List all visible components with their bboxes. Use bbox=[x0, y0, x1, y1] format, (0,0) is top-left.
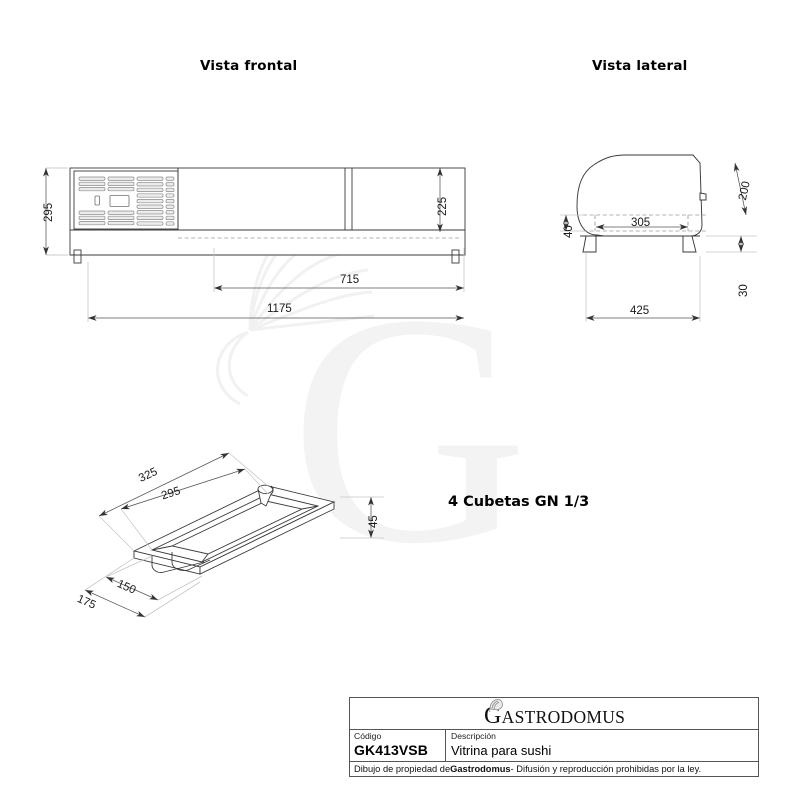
codigo-value: GK413VSB bbox=[354, 742, 428, 758]
codigo-caption: Código bbox=[354, 731, 382, 741]
watermark-letter: G bbox=[290, 247, 528, 612]
view-title-lateral: Vista lateral bbox=[592, 58, 688, 74]
dim-side-leg-30: 30 bbox=[738, 284, 750, 297]
title-block: GASTRODOMUS Código GK413VSB Descripción … bbox=[349, 697, 759, 777]
descripcion-caption: Descripción bbox=[451, 731, 496, 741]
brand-logo: GASTRODOMUS bbox=[484, 699, 625, 728]
view-title-frontal: Vista frontal bbox=[200, 58, 298, 74]
compressor-grille-icon bbox=[78, 176, 175, 226]
dim-side-recess-40: 40 bbox=[563, 225, 575, 238]
dim-pan-depth-45: 45 bbox=[368, 515, 380, 528]
title-block-footer: Dibujo de propiedad de Gastrodomus - Dif… bbox=[350, 762, 758, 776]
dim-front-glass-225: 225 bbox=[437, 196, 449, 216]
footer-brand: Gastrodomus bbox=[450, 764, 511, 774]
gn-pan-dimensions bbox=[84, 452, 384, 618]
front-view-dimensions bbox=[43, 167, 465, 322]
brand-logo-rest: ASTRODOMUS bbox=[501, 707, 626, 727]
title-block-data-row: Código GK413VSB Descripción Vitrina para… bbox=[350, 730, 758, 762]
shell-logo-icon bbox=[488, 699, 503, 712]
brand-logo-text: GASTRODOMUS bbox=[484, 704, 625, 728]
title-block-descripcion-cell: Descripción Vitrina para sushi bbox=[446, 730, 758, 761]
control-panel-icon bbox=[94, 195, 130, 207]
dim-side-depth-305: 305 bbox=[631, 217, 651, 229]
dim-side-depth-425: 425 bbox=[630, 305, 650, 317]
side-view-hidden-lines bbox=[583, 214, 706, 232]
descripcion-value: Vitrina para sushi bbox=[451, 743, 552, 758]
gn-pan-label: 4 Cubetas GN 1/3 bbox=[448, 494, 590, 510]
title-block-logo-row: GASTRODOMUS bbox=[350, 698, 758, 730]
dim-front-length-1175: 1175 bbox=[267, 303, 292, 315]
dim-front-height-295: 295 bbox=[43, 202, 55, 222]
side-view-dimensions bbox=[560, 162, 757, 322]
title-block-codigo-cell: Código GK413VSB bbox=[350, 730, 446, 761]
footer-prefix: Dibujo de propiedad de bbox=[354, 764, 451, 774]
dim-front-length-715: 715 bbox=[340, 274, 360, 286]
side-view-geometry bbox=[576, 154, 707, 253]
footer-suffix: - Difusión y reproducción prohibidas por… bbox=[510, 764, 702, 774]
